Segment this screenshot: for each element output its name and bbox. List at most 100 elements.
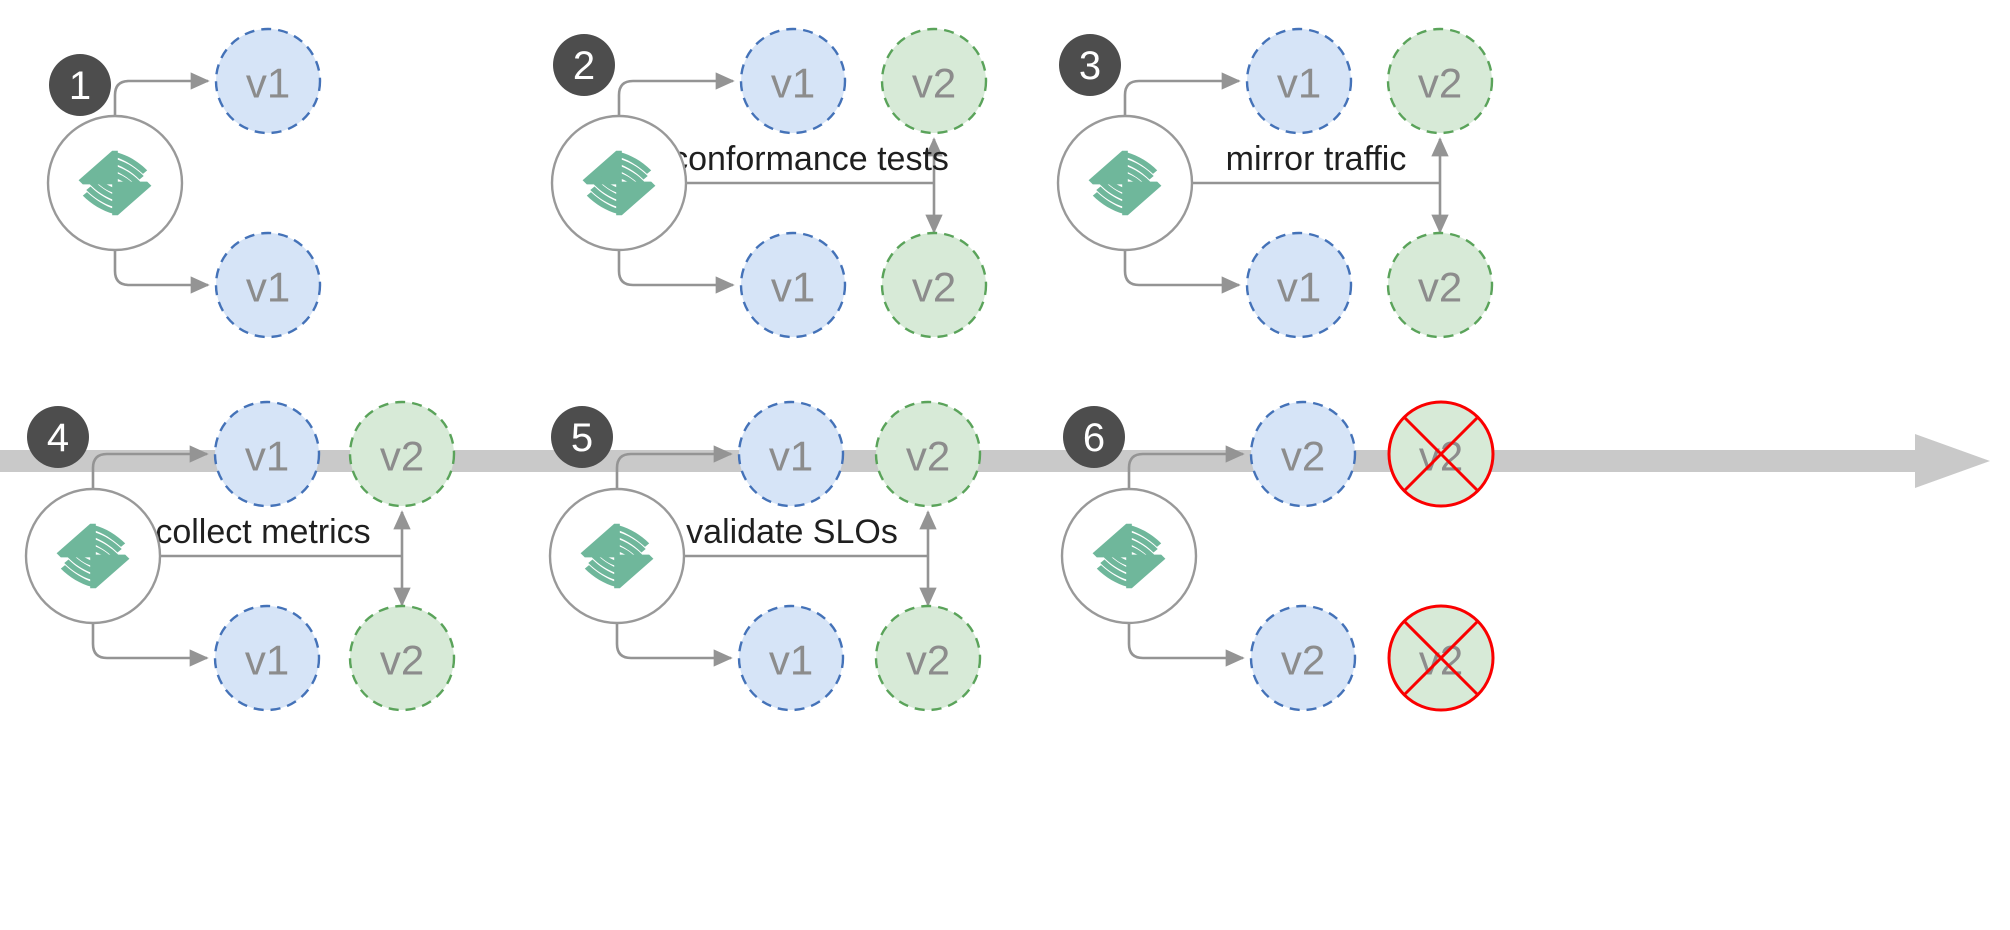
edge-logo-to-primary-top xyxy=(1127,445,1245,538)
edge-logo-to-primary-bottom xyxy=(615,624,733,667)
node-canary-top[interactable]: v2 xyxy=(874,400,982,508)
node-canary-bottom[interactable]: v2 xyxy=(880,231,988,339)
node-canary-top-label: v2 xyxy=(912,60,956,107)
node-primary-bottom[interactable]: v1 xyxy=(214,231,322,339)
node-canary-bottom-label: v2 xyxy=(380,637,424,684)
node-primary-bottom-circle[interactable] xyxy=(737,604,845,712)
step-badge-1: 1 xyxy=(49,54,111,116)
node-primary-bottom-label: v1 xyxy=(245,637,289,684)
node-primary-bottom-label: v1 xyxy=(246,264,290,311)
node-canary-top-terminated[interactable]: v2 xyxy=(1387,400,1495,508)
node-primary-bottom[interactable]: v1 xyxy=(739,231,847,339)
edge-logo-to-primary-bottom xyxy=(1127,624,1245,667)
node-primary-top-label: v1 xyxy=(245,433,289,480)
node-canary-bottom[interactable]: v2 xyxy=(348,604,456,712)
step-badge-circle xyxy=(553,34,615,96)
edge-label-text: conformance tests xyxy=(671,140,949,178)
node-primary-top[interactable]: v1 xyxy=(1245,27,1353,135)
node-primary-top-label: v1 xyxy=(769,433,813,480)
node-primary-top-circle[interactable] xyxy=(1249,400,1357,508)
step-badge-4: 4 xyxy=(27,406,89,468)
node-canary-bottom-label: v2 xyxy=(1418,264,1462,311)
edge-logo-to-primary-top xyxy=(91,445,209,538)
edge-label-text: mirror traffic xyxy=(1226,140,1407,178)
node-primary-top[interactable]: v1 xyxy=(737,400,845,508)
node-primary-top-circle[interactable] xyxy=(737,400,845,508)
node-primary-top-label: v1 xyxy=(246,60,290,107)
node-canary-bottom-label: v2 xyxy=(906,637,950,684)
panel-step-3: 3 mirror traffic v1 v1 xyxy=(1056,27,1494,339)
node-primary-top[interactable]: v2 xyxy=(1249,400,1357,508)
node-primary-bottom[interactable]: v1 xyxy=(213,604,321,712)
panel-step-6: 6 v2 v2 v2 xyxy=(1060,400,1495,712)
node-canary-bottom-terminated[interactable]: v2 xyxy=(1387,604,1495,712)
node-primary-bottom[interactable]: v1 xyxy=(737,604,845,712)
node-primary-bottom[interactable]: v1 xyxy=(1245,231,1353,339)
node-primary-bottom-circle[interactable] xyxy=(1245,231,1353,339)
node-primary-top-circle[interactable] xyxy=(1245,27,1353,135)
node-canary-bottom-circle[interactable] xyxy=(348,604,456,712)
edge-logo-to-primary-bottom xyxy=(113,251,210,294)
node-primary-bottom-circle[interactable] xyxy=(213,604,321,712)
node-primary-top[interactable]: v1 xyxy=(213,400,321,508)
node-canary-bottom-circle[interactable] xyxy=(874,604,982,712)
edge-logo-to-primary-bottom xyxy=(91,624,209,667)
node-canary-top-circle[interactable] xyxy=(348,400,456,508)
node-primary-top-label: v1 xyxy=(1277,60,1321,107)
node-canary-top-circle[interactable] xyxy=(1386,27,1494,135)
panel-step-5: 5 validate SLOs v1 v1 xyxy=(548,400,982,712)
terminated-cross-icon xyxy=(1402,415,1480,493)
node-canary-bottom[interactable]: v2 xyxy=(1386,231,1494,339)
step-badge-label: 3 xyxy=(1079,44,1101,88)
node-primary-bottom-label: v1 xyxy=(1277,264,1321,311)
step-badge-3: 3 xyxy=(1059,34,1121,96)
edge-logo-to-primary-top xyxy=(615,445,733,538)
edge-logo-to-primary-top xyxy=(113,72,210,165)
node-canary-top[interactable]: v2 xyxy=(1386,27,1494,135)
step-badge-circle xyxy=(1059,34,1121,96)
step-badge-label: 4 xyxy=(47,416,69,460)
edge-label-text: collect metrics xyxy=(155,513,370,551)
panel-step-1: 1 v1 v1 xyxy=(46,27,322,339)
terminated-cross-icon xyxy=(1402,619,1480,697)
node-primary-top-circle[interactable] xyxy=(213,400,321,508)
node-canary-top-label: v2 xyxy=(380,433,424,480)
node-primary-bottom-circle[interactable] xyxy=(1249,604,1357,712)
node-primary-bottom-circle[interactable] xyxy=(739,231,847,339)
node-primary-bottom-circle[interactable] xyxy=(214,231,322,339)
node-primary-top[interactable]: v1 xyxy=(739,27,847,135)
flagger-logo-node xyxy=(46,114,184,252)
node-canary-bottom-circle[interactable] xyxy=(880,231,988,339)
step-badge-label: 1 xyxy=(69,64,91,108)
node-primary-top-circle[interactable] xyxy=(214,27,322,135)
step-badge-label: 5 xyxy=(571,416,593,460)
node-primary-top[interactable]: v1 xyxy=(214,27,322,135)
node-canary-top-circle[interactable] xyxy=(874,400,982,508)
step-badge-circle xyxy=(1063,406,1125,468)
node-primary-top-label: v1 xyxy=(771,60,815,107)
node-primary-bottom[interactable]: v2 xyxy=(1249,604,1357,712)
node-canary-top[interactable]: v2 xyxy=(880,27,988,135)
node-canary-top-circle[interactable] xyxy=(880,27,988,135)
step-badge-circle xyxy=(551,406,613,468)
flagger-logo-node xyxy=(548,487,686,625)
node-canary-bottom-circle[interactable] xyxy=(1386,231,1494,339)
node-primary-top-circle[interactable] xyxy=(739,27,847,135)
node-canary-top[interactable]: v2 xyxy=(348,400,456,508)
step-badge-circle xyxy=(49,54,111,116)
node-canary-top-label: v2 xyxy=(1418,60,1462,107)
node-primary-bottom-label: v1 xyxy=(771,264,815,311)
edge-logo-to-primary-top xyxy=(1123,72,1241,165)
node-canary-bottom[interactable]: v2 xyxy=(874,604,982,712)
node-primary-bottom-label: v1 xyxy=(769,637,813,684)
step-badge-2: 2 xyxy=(553,34,615,96)
step-badge-circle xyxy=(27,406,89,468)
flagger-logo-node xyxy=(1056,114,1194,252)
edge-logo-to-primary-top xyxy=(617,72,735,165)
node-primary-bottom-label: v2 xyxy=(1281,637,1325,684)
flagger-logo-node xyxy=(550,114,688,252)
flagger-logo-node xyxy=(24,487,162,625)
edge-label-text: validate SLOs xyxy=(686,513,898,551)
